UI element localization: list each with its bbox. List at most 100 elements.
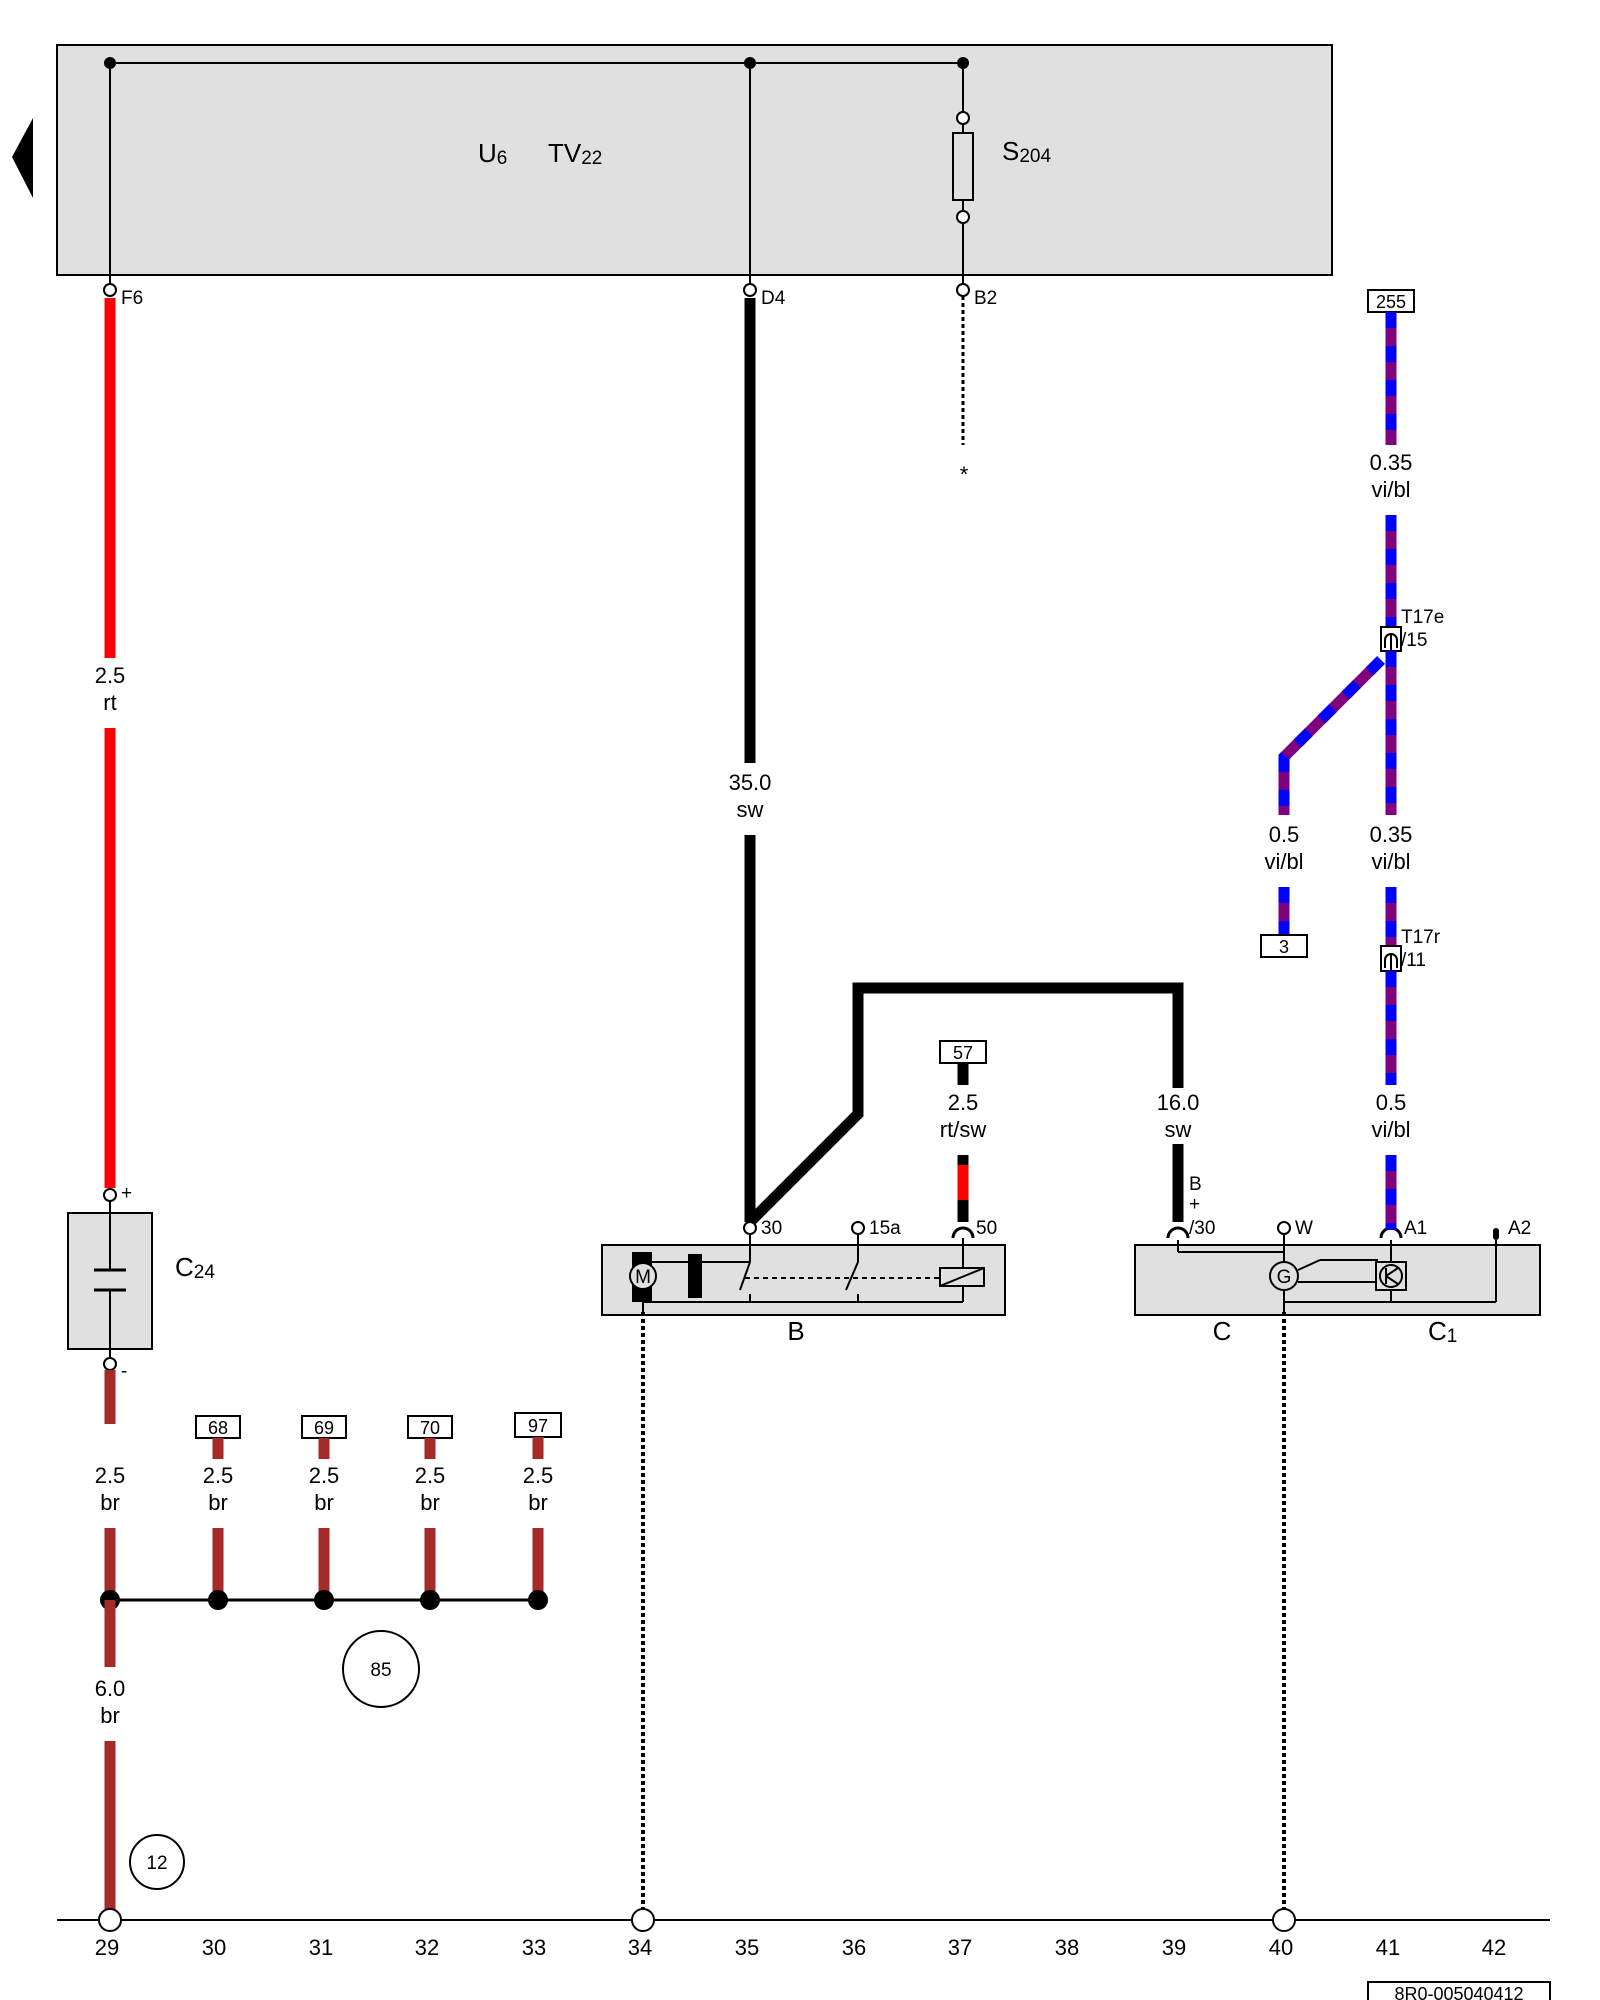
- wire-69-size: 2.5: [309, 1463, 340, 1488]
- wire-ground-size: 6.0: [95, 1676, 126, 1701]
- ref-69-text: 69: [314, 1418, 334, 1438]
- wire-black-16-route: [746, 982, 1184, 1226]
- cap-minus-sign: -: [121, 1361, 127, 1382]
- starter-pin-15a: [851, 1221, 865, 1235]
- ground-point-12[interactable]: [129, 1834, 185, 1890]
- splice-dot: [420, 1590, 440, 1610]
- track-numbers: 29 30 31 32 33 34 35 36 37 38 39 40 41 4…: [95, 1935, 1506, 1960]
- ground-point-85[interactable]: [342, 1630, 420, 1708]
- alt-pin-30-label: /30: [1189, 1218, 1215, 1239]
- wire-branch-color: vi/bl: [1264, 849, 1303, 874]
- ref-68-text: 68: [208, 1418, 228, 1438]
- track-number: 29: [95, 1935, 119, 1960]
- alt-pin-30: [1166, 1226, 1190, 1239]
- starter-motor-symbol: M: [635, 1267, 651, 1288]
- capacitor-c24-label: C24: [175, 1252, 215, 1283]
- label-gap: [1150, 1088, 1206, 1144]
- wire-red-size: 2.5: [95, 663, 126, 688]
- wire-cap-minus-color: br: [100, 1490, 120, 1515]
- ground-terminal-29: [98, 1908, 122, 1932]
- wire-50-size: 2.5: [948, 1090, 979, 1115]
- ground-terminal-34: [631, 1908, 655, 1932]
- splice-dot: [208, 1590, 228, 1610]
- ref-255-text: 255: [1376, 292, 1406, 312]
- track-number: 41: [1376, 1935, 1400, 1960]
- starter-pin-50-label: 50: [976, 1218, 997, 1239]
- alt-generator-symbol: G: [1277, 1267, 1292, 1288]
- module-tv22-label: TV22: [548, 138, 602, 169]
- wire-35-size: 35.0: [729, 770, 772, 795]
- wire-35-color: sw: [737, 797, 764, 822]
- alt-pin-plus-label: +: [1189, 1194, 1200, 1215]
- wire-mid-size: 0.35: [1370, 822, 1413, 847]
- wire-97-color: br: [528, 1490, 548, 1515]
- cap-plus-terminal: [103, 1188, 117, 1202]
- track-number: 35: [735, 1935, 759, 1960]
- connector-t17r-label: T17r: [1401, 927, 1441, 948]
- wire-50-color: rt/sw: [940, 1117, 987, 1142]
- wire-red-color: rt: [103, 690, 116, 715]
- wire-255-color: vi/bl: [1371, 477, 1410, 502]
- alt-regulator-transistor: [1385, 1275, 1399, 1285]
- module-u6-label: U6: [478, 138, 507, 169]
- wire-mid-color: vi/bl: [1371, 849, 1410, 874]
- starter-relay-slash: [939, 1267, 985, 1287]
- continuation-arrow-icon[interactable]: [12, 118, 33, 198]
- track-number: 32: [415, 1935, 439, 1960]
- pin-b2: [956, 283, 970, 297]
- starter-b-label: B: [787, 1316, 804, 1346]
- track-number: 36: [842, 1935, 866, 1960]
- wire-16-color: sw: [1165, 1117, 1192, 1142]
- wire-97-size: 2.5: [523, 1463, 554, 1488]
- track-number: 39: [1162, 1935, 1186, 1960]
- ground-terminal-40: [1272, 1908, 1296, 1932]
- starter-pin-30: [743, 1221, 757, 1235]
- pin-f6-label: F6: [121, 288, 143, 309]
- wire-255-size: 0.35: [1370, 450, 1413, 475]
- fuse-s204-symbol: [952, 132, 974, 201]
- regulator-c1-label: C1: [1428, 1316, 1457, 1347]
- ref-70-text: 70: [420, 1418, 440, 1438]
- pin-d4: [743, 283, 757, 297]
- alt-internal: [1297, 1259, 1321, 1271]
- starter-b-box: [601, 1244, 1006, 1316]
- splice-dot: [314, 1590, 334, 1610]
- continuation-star: *: [960, 462, 969, 487]
- ref-box-3[interactable]: [1260, 934, 1308, 958]
- wire-cap-minus-size: 2.5: [95, 1463, 126, 1488]
- starter-motor-icon: [629, 1262, 657, 1290]
- track-number: 30: [202, 1935, 226, 1960]
- alt-pin-a2: [1493, 1228, 1499, 1240]
- wire-69-color: br: [314, 1490, 334, 1515]
- track-number: 38: [1055, 1935, 1079, 1960]
- wire-70-size: 2.5: [415, 1463, 446, 1488]
- pin-b2-label: B2: [974, 288, 997, 309]
- alt-pin-a2-label: A2: [1508, 1218, 1531, 1239]
- starter-pin-50: [951, 1226, 975, 1239]
- ref-57-text: 57: [953, 1043, 973, 1063]
- wire-68-color: br: [208, 1490, 228, 1515]
- splice-dot: [528, 1590, 548, 1610]
- wire-68-size: 2.5: [203, 1463, 234, 1488]
- doc-id-box: [1367, 1981, 1551, 2000]
- track-number: 33: [522, 1935, 546, 1960]
- track-number: 34: [628, 1935, 652, 1960]
- alternator-c-box: [1134, 1244, 1541, 1316]
- track-number: 40: [1269, 1935, 1293, 1960]
- cap-minus-terminal: [103, 1357, 117, 1371]
- alt-pin-w-label: W: [1295, 1218, 1313, 1239]
- fuse-contact: [956, 210, 970, 224]
- wire-lower-size: 0.5: [1376, 1090, 1407, 1115]
- ground-12-text: 12: [146, 1853, 167, 1874]
- connector-t17e-pin-label: /15: [1401, 630, 1427, 651]
- starter-pin-15a-label: 15a: [869, 1218, 901, 1239]
- starter-pin-30-label: 30: [761, 1218, 782, 1239]
- wire-lower-color: vi/bl: [1371, 1117, 1410, 1142]
- alt-pin-w: [1277, 1221, 1291, 1235]
- wire-ground-color: br: [100, 1703, 120, 1728]
- wire-70-color: br: [420, 1490, 440, 1515]
- alt-regulator-transistor: [1385, 1267, 1399, 1277]
- ref-3-text: 3: [1279, 937, 1289, 957]
- connector-t17r-pin-label: /11: [1401, 950, 1426, 971]
- alt-regulator-transistor: [1379, 1264, 1403, 1288]
